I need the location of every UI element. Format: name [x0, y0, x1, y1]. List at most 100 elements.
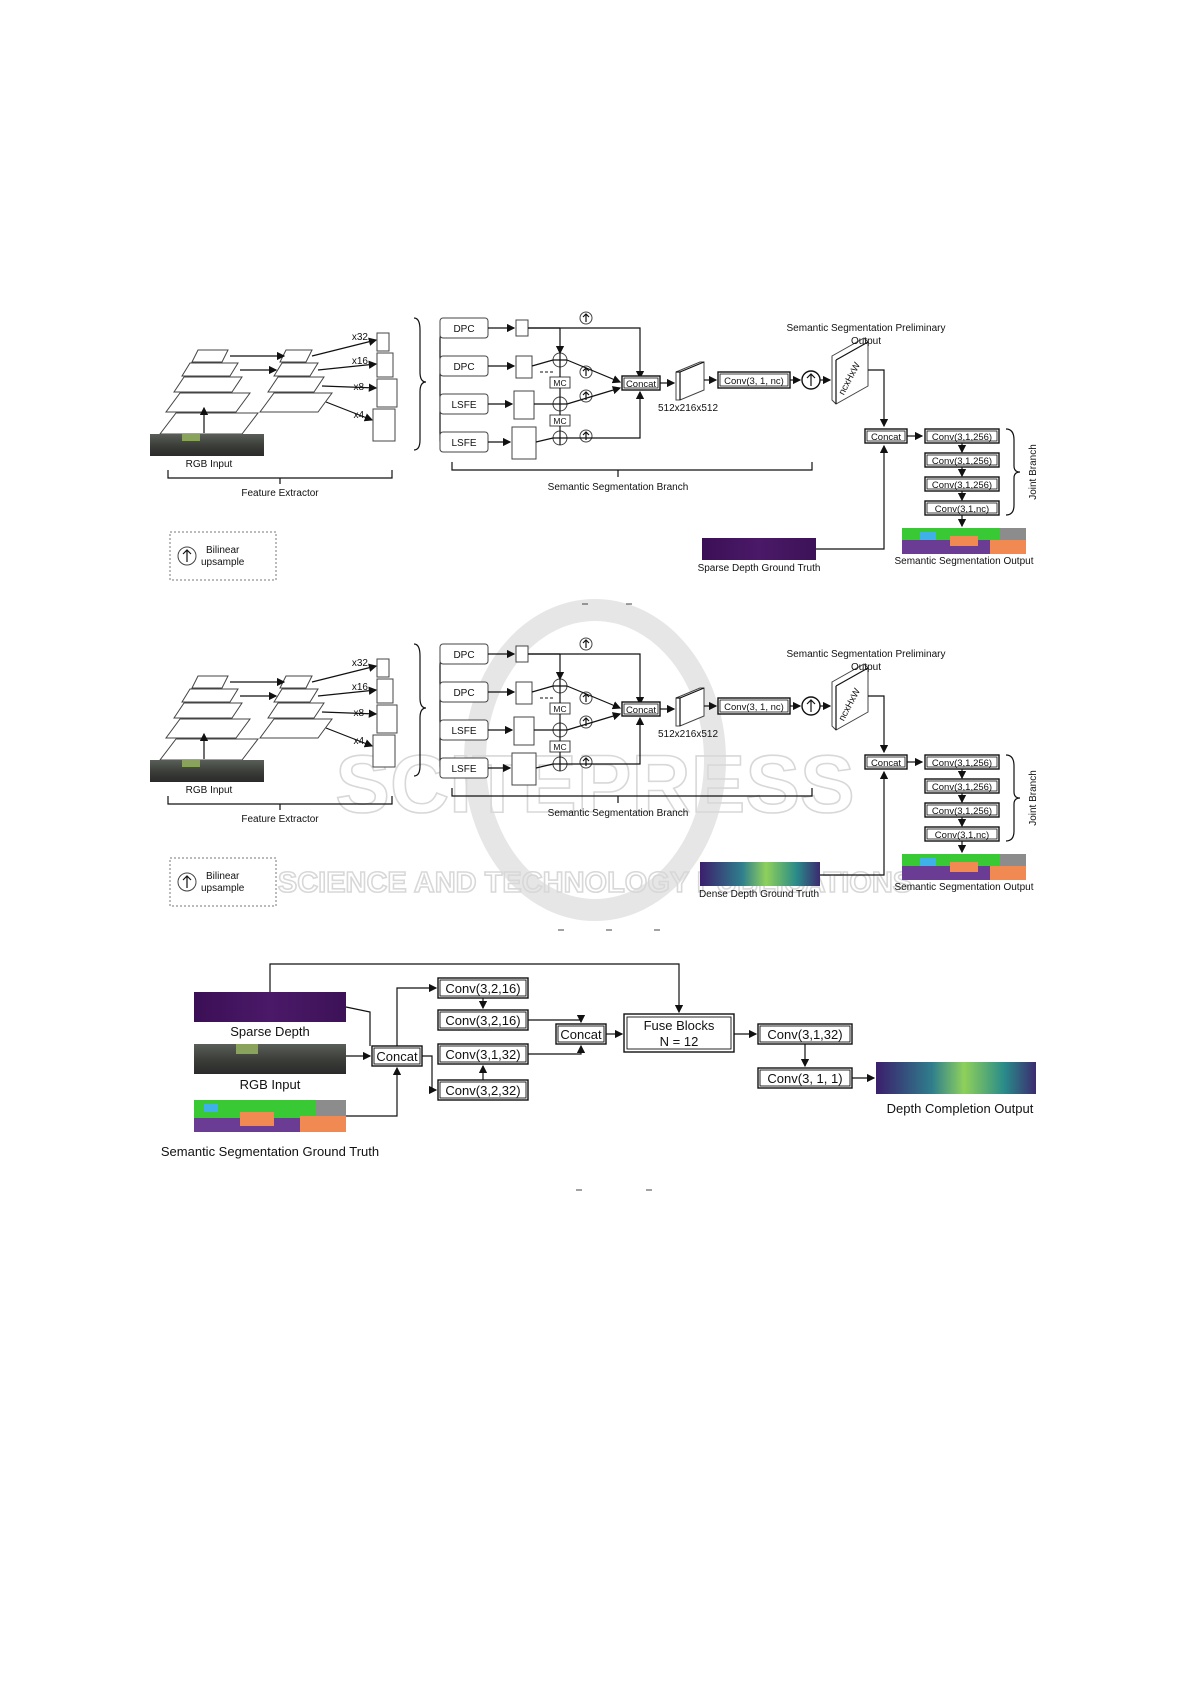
prelim-output-cuboid	[831, 337, 869, 405]
prelim-output-label: Semantic Segmentation Preliminary	[787, 649, 946, 660]
conv-stack: Conv(3,2,16) Conv(3,2,16) Conv(3,1,32) C…	[437, 977, 529, 1101]
upsample-icons	[579, 637, 593, 769]
joint-concat-label: Concat	[871, 432, 901, 443]
joint-conv-label: Conv(3,1,256)	[932, 480, 992, 491]
sparse-to-concat	[345, 1006, 371, 1046]
prelim-output-cuboid	[831, 663, 869, 731]
rgb-input-label: RGB Input	[186, 785, 233, 796]
joint-branch: Conv(3,1,256) Conv(3,1,256) Conv(3,1,256…	[924, 428, 1000, 528]
branch-blocks: DPC DPC LSFE LSFE	[439, 317, 489, 453]
branch-block-label: LSFE	[451, 764, 476, 775]
branch-blocks: DPC DPC LSFE LSFE	[439, 643, 489, 779]
mc-label: MC	[553, 704, 566, 714]
branch-block-label: LSFE	[451, 726, 476, 737]
feature-map	[515, 681, 533, 705]
seg-gt-label: Semantic Segmentation Ground Truth	[161, 1144, 379, 1159]
scale-label: x32	[352, 332, 369, 343]
joint-branch-label: Joint Branch	[1028, 770, 1039, 826]
branch-block-label: LSFE	[451, 438, 476, 449]
watermark-main: SCITEPRESS	[335, 739, 854, 830]
seg-output-image	[902, 854, 1026, 880]
sparse-depth-label: Sparse Depth	[230, 1024, 310, 1039]
mc-label: MC	[553, 416, 566, 426]
concat-label: Concat	[626, 379, 656, 390]
feature-map	[511, 426, 537, 460]
curly-brace	[413, 317, 427, 451]
branch-block-label: DPC	[453, 324, 474, 335]
seg-output-label: Semantic Segmentation Output	[895, 882, 1034, 893]
depth-completion-output-image	[876, 1062, 1036, 1094]
tensor-size-label: 512x216x512	[658, 729, 718, 740]
out-conv-1-label: Conv(3,1,32)	[767, 1027, 842, 1042]
joint-conv-label: Conv(3,1,256)	[932, 432, 992, 443]
joint-branch-brace	[1005, 754, 1021, 842]
feature-extractor-label: Feature Extractor	[241, 488, 319, 499]
scale-output-x4	[372, 408, 396, 442]
prelim-output-label: Semantic Segmentation Preliminary	[787, 323, 946, 334]
rgb-input-image	[194, 1044, 346, 1074]
watermark: SCITEPRESS SCIENCE AND TECHNOLOGY PUBLIC…	[277, 599, 913, 921]
feature-pyramid-right	[259, 675, 333, 739]
scale-output-x32	[376, 658, 390, 678]
fuse-blocks	[623, 1013, 735, 1053]
legend-label: Bilinear	[206, 545, 240, 556]
sparse-depth-gt-image	[702, 538, 816, 560]
rgb-input-image	[150, 434, 264, 456]
concat-label: Concat	[626, 705, 656, 716]
seg-output-image	[902, 528, 1026, 554]
joint-conv-label: Conv(3,1,256)	[932, 758, 992, 769]
depth-gt-label: Dense Depth Ground Truth	[699, 889, 819, 900]
fuse-blocks-label: Fuse Blocks	[644, 1018, 715, 1033]
scale-label: x16	[352, 682, 369, 693]
fuse-blocks-count: N = 12	[660, 1034, 699, 1049]
rgb-input-image	[150, 760, 264, 782]
rgb-input-label: RGB Input	[240, 1077, 301, 1092]
scale-output-x16	[376, 352, 394, 378]
legend-label-2: upsample	[201, 557, 245, 568]
feature-extractor-bracket	[167, 470, 393, 479]
tensor-size-label: 512x216x512	[658, 403, 718, 414]
scale-label: x4	[353, 736, 364, 747]
joint-conv-label: Conv(3,1,nc)	[935, 830, 989, 841]
joint-branch-brace	[1005, 428, 1021, 516]
joint-branch: Conv(3,1,256) Conv(3,1,256) Conv(3,1,256…	[924, 754, 1000, 854]
conv-label: Conv(3, 1, nc)	[724, 702, 784, 713]
concat-label: Concat	[376, 1049, 418, 1064]
branch-bracket	[451, 788, 813, 797]
scale-output-x4	[372, 734, 396, 768]
legend-box	[169, 857, 277, 907]
feature-map	[515, 319, 529, 337]
figure-a: x32 x16 x8 x4 RGB Input Feature Extracto…	[150, 311, 1039, 605]
joint-branch-label: Joint Branch	[1028, 444, 1039, 500]
feature-extractor-label: Feature Extractor	[241, 814, 319, 825]
figure-c: Sparse Depth RGB Input Semantic Segmenta…	[161, 963, 1036, 1191]
branch-block-label: DPC	[453, 650, 474, 661]
scale-output-x32	[376, 332, 390, 352]
prelim-output-label-2: Output	[851, 336, 881, 347]
feature-pyramid-left	[158, 349, 260, 435]
conv-label: Conv(3, 1, nc)	[724, 376, 784, 387]
conv-label: Conv(3,2,16)	[445, 981, 520, 996]
scale-output-x16	[376, 678, 394, 704]
seg-output-label: Semantic Segmentation Output	[895, 556, 1034, 567]
upsample-icons	[579, 311, 593, 443]
feature-map	[515, 645, 529, 663]
branch-label: Semantic Segmentation Branch	[548, 808, 689, 819]
tensor-cuboid	[675, 687, 705, 727]
feature-pyramid-right	[259, 349, 333, 413]
branch-label: Semantic Segmentation Branch	[548, 482, 689, 493]
feature-map	[513, 716, 535, 746]
curly-brace	[413, 643, 427, 777]
feature-map	[511, 752, 537, 786]
rgb-input-image-detail	[182, 434, 200, 441]
conv-label: Conv(3,1,32)	[445, 1047, 520, 1062]
sparse-depth-image	[194, 992, 346, 1022]
figure-b: x32 x16 x8 x4 RGB Input Feature Extracto…	[150, 637, 1039, 931]
depth-completion-output-label: Depth Completion Output	[887, 1101, 1034, 1116]
scale-label: x4	[353, 410, 364, 421]
scale-label: x8	[353, 708, 364, 719]
feature-map	[515, 355, 533, 379]
branch-bracket	[451, 462, 813, 471]
joint-concat-label: Concat	[871, 758, 901, 769]
